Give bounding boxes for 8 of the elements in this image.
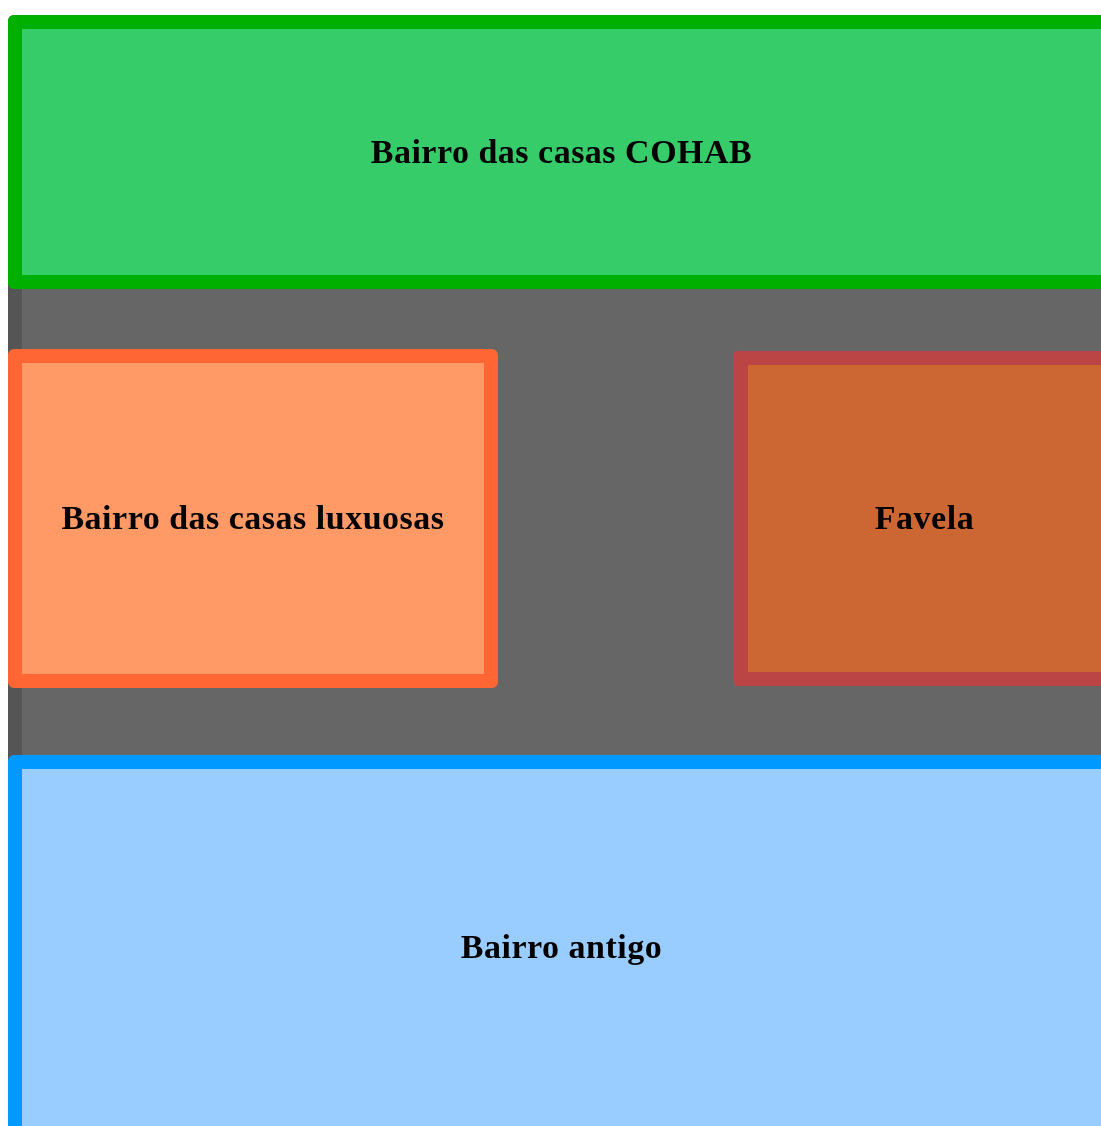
neighborhood-area bbox=[8, 349, 498, 688]
neighborhood-area bbox=[8, 15, 1101, 289]
neighborhood-area bbox=[734, 351, 1101, 686]
area-label: Bairro das casas luxuosas bbox=[61, 498, 445, 539]
area-label: Bairro das casas COHAB bbox=[370, 131, 753, 172]
neighborhood-area bbox=[8, 755, 1101, 1126]
area-label: Bairro antigo bbox=[460, 927, 663, 968]
area-label: Favela bbox=[874, 498, 975, 539]
